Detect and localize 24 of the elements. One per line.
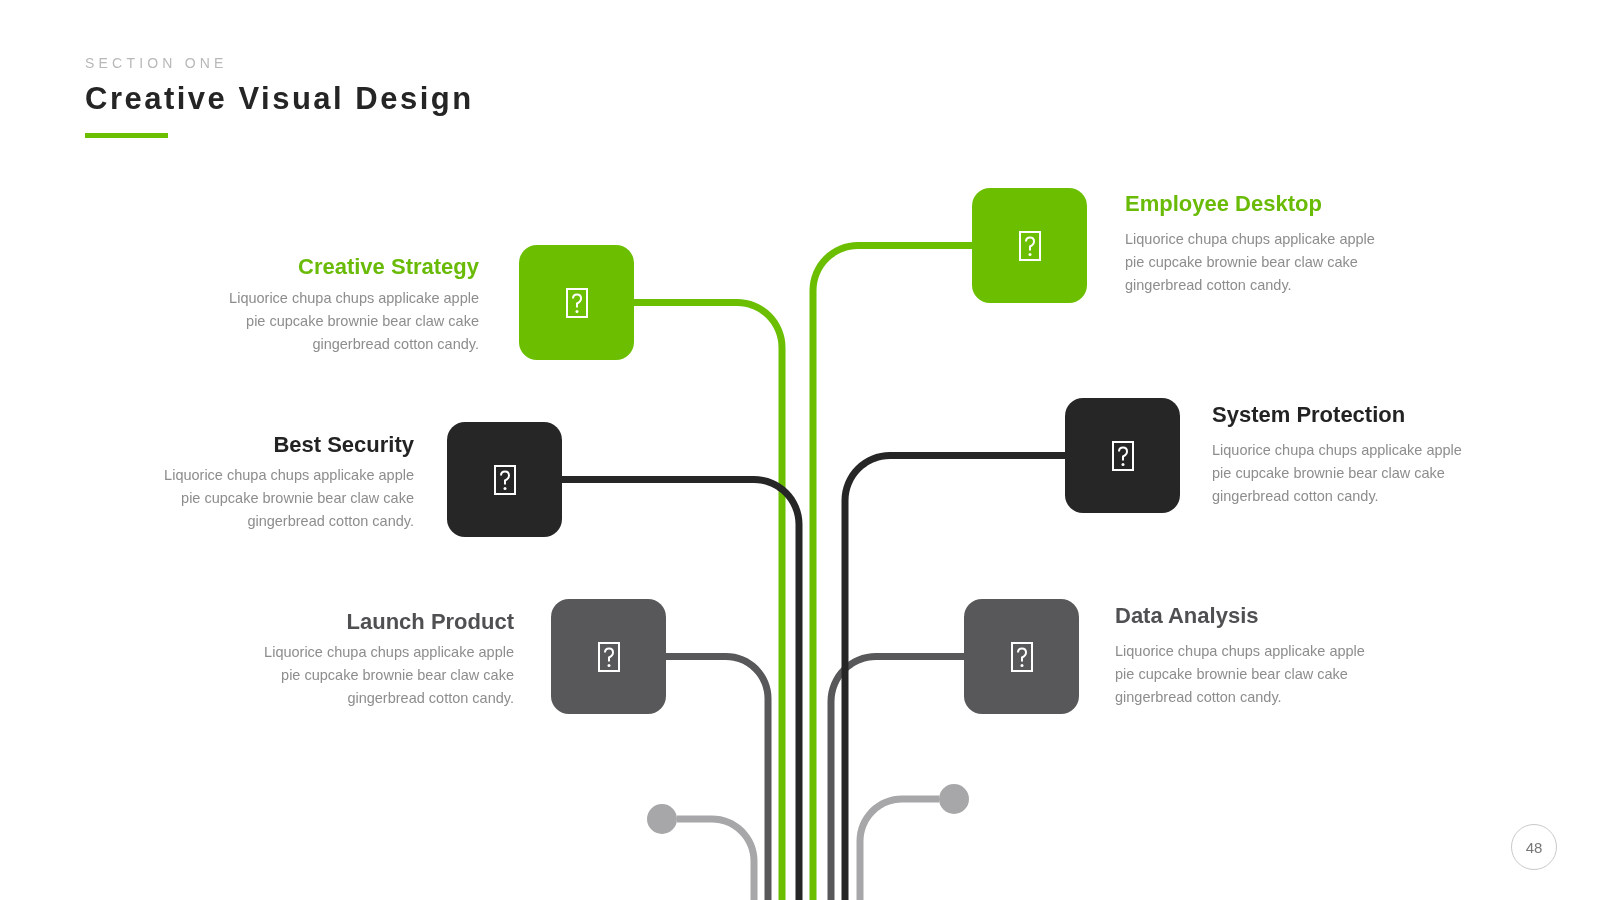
connector-line — [827, 653, 964, 900]
connector-line — [634, 299, 786, 900]
item-description: Liquorice chupa chups applicake apple pie cupcake brownie bear claw cake gingerbread cotton candy. — [1212, 441, 1463, 506]
connector-line — [562, 476, 803, 900]
slide-title: Creative Visual Design — [85, 81, 474, 117]
item-title: Data Analysis — [1115, 603, 1259, 629]
item-description: Liquorice chupa chups applicake apple pie cupcake brownie bear claw cake gingerbread cotton candy. — [1115, 642, 1366, 707]
item-title: Employee Desktop — [1125, 191, 1322, 217]
item-description: Liquorice chupa chups applicake apple pie cupcake brownie bear claw cake gingerbread cotton candy. — [263, 643, 514, 708]
item-title: Creative Strategy — [298, 254, 479, 280]
connector-line — [677, 815, 758, 900]
dot-icon — [939, 784, 969, 814]
item-description: Liquorice chupa chups applicake apple pie cupcake brownie bear claw cake gingerbread cotton candy. — [163, 466, 414, 531]
connector-line — [856, 795, 939, 900]
item-title: Launch Product — [346, 609, 514, 635]
connector-line — [841, 452, 1065, 900]
item-title: Best Security — [273, 432, 414, 458]
item-title: System Protection — [1212, 402, 1406, 428]
item-description: Liquorice chupa chups applicake apple pie cupcake brownie bear claw cake gingerbread cotton candy. — [228, 289, 479, 354]
connector-line — [666, 653, 772, 900]
connector-line — [809, 242, 972, 900]
item-description: Liquorice chupa chups applicake apple pie cupcake brownie bear claw cake gingerbread cotton candy. — [1125, 230, 1376, 295]
dot-icon — [647, 804, 677, 834]
section-label: SECTION ONE — [85, 55, 228, 71]
